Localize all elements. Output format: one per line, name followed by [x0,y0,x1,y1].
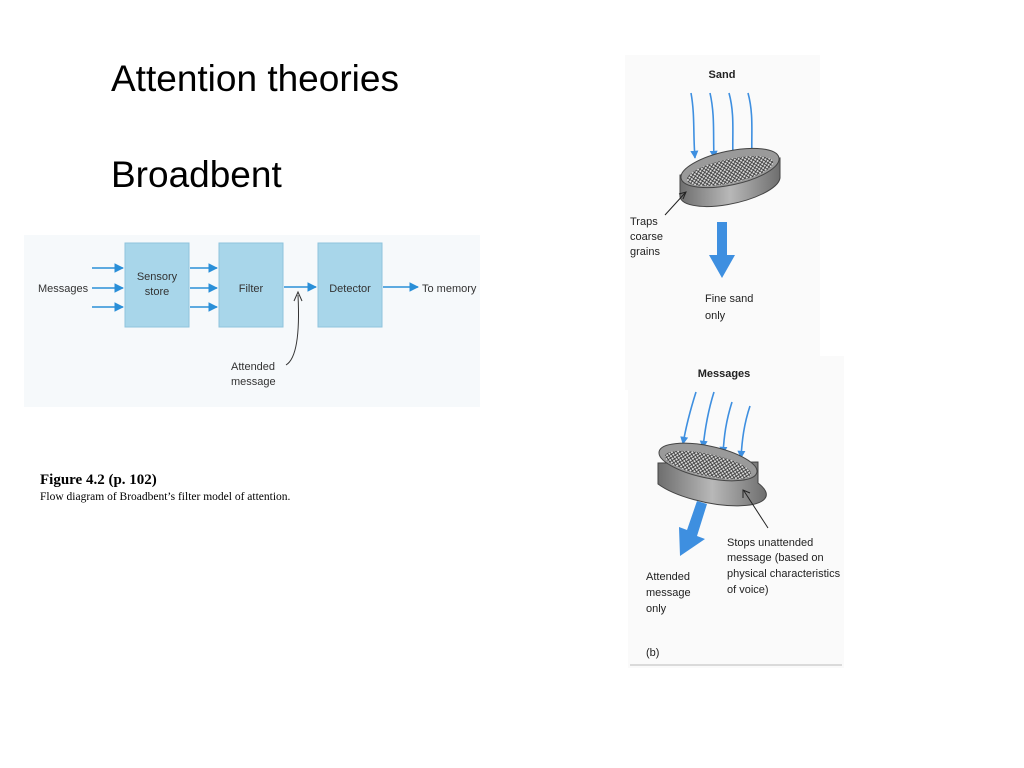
messages-sieve-diagram: Messages Stops unattended message (based… [628,356,844,668]
traps-label-line1: Traps [630,216,658,228]
traps-label-line2: coarse [630,231,663,243]
panel-label-b: (b) [646,647,659,659]
fine-sand-output-arrow [709,222,735,278]
traps-pointer-line [664,192,686,216]
figure-caption: Figure 4.2 (p. 102) Flow diagram of Broa… [40,471,290,505]
attended-message-label-line1: Attended [231,361,275,373]
figure-caption-text: Flow diagram of Broadbent’s filter model… [40,491,291,503]
sensory-store-box [124,242,190,328]
sensory-store-label-line2: store [145,286,169,298]
stops-label-line1: Stops unattended [727,537,813,549]
filter-box [218,242,284,328]
traps-label-line3: grains [630,246,660,258]
broadbent-flow-diagram: Messages Sensory store Filter Detector T… [24,235,480,407]
detector-box [317,242,383,328]
stops-pointer-head [742,489,751,498]
attended-pointer-line [285,294,299,366]
messages-input-label: Messages [38,283,89,295]
slide-title: Attention theories [111,58,399,99]
sand-label: Sand [709,69,736,81]
store-to-filter-arrows [190,263,218,312]
sand-sieve-mesh [686,156,774,186]
filter-label: Filter [239,283,264,295]
stops-label-line4: of voice) [727,584,769,596]
attended-only-label-line2: message [646,587,691,599]
figure-caption-title: Figure 4.2 (p. 102) [40,472,157,488]
fine-sand-label-line2: only [705,310,726,322]
sensory-store-label-line1: Sensory [137,271,178,283]
stops-pointer-line [743,490,769,529]
messages-sieve-label: Messages [698,368,751,380]
attended-only-label-line3: only [646,603,667,615]
attended-output-arrow [679,501,707,556]
attended-only-label-line1: Attended [646,571,690,583]
messages-sieve-mesh [664,450,752,480]
stops-label-line2: message (based on [727,552,824,564]
detector-label: Detector [329,283,371,295]
slide-subtitle: Broadbent [111,154,282,195]
to-memory-label: To memory [422,283,477,295]
input-arrows [92,263,124,312]
attended-pointer-head [293,290,303,302]
sand-sieve-diagram: Sand Traps coarse grains Fine sand only [625,55,820,390]
traps-pointer-head [678,191,687,200]
fine-sand-label-line1: Fine sand [705,293,753,305]
messages-panel-background [628,356,844,668]
attended-message-label-line2: message [231,376,276,388]
stops-label-line3: physical characteristics [727,568,841,580]
